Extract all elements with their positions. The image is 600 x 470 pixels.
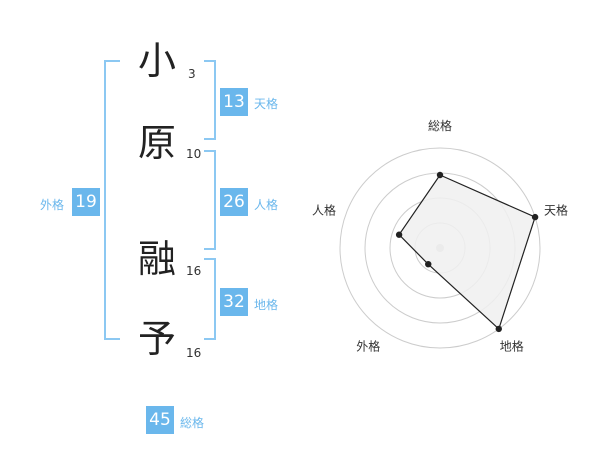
radar-axis-label: 外格 [356,339,380,354]
radar-point [425,260,432,268]
sou-kaku-label: 総格 [180,416,205,430]
radar-points [395,171,539,333]
radar-point [531,213,539,221]
chi-bracket-vertical [214,258,216,340]
radar-area [398,174,536,330]
outer-bracket-top [104,60,120,62]
radar-ring [339,147,541,349]
jin-bracket-vertical [214,150,216,250]
sou-kaku-value: 45 [146,406,174,434]
jin-kaku-label: 人格 [254,198,279,212]
ten-kaku-label: 天格 [254,97,279,111]
outer-bracket-bottom [104,338,120,340]
stroke-count-2: 10 [186,147,202,161]
outer-bracket-vertical [104,60,106,340]
radar-point [436,171,444,179]
jin-bracket-top [204,150,216,152]
ten-bracket-bottom [204,138,216,140]
chi-bracket-top [204,258,216,260]
name-char-3: 融 [138,237,177,281]
ten-bracket-top [204,60,216,62]
name-char-4: 予 [138,317,177,361]
ten-bracket-vertical [214,60,216,140]
radar-point [495,325,502,333]
radar-axis-label: 天格 [544,202,568,217]
name-char-1: 小 [138,39,177,83]
radar-point [395,231,403,238]
ten-kaku-value: 13 [220,88,248,116]
chi-kaku-value: 32 [220,288,248,316]
jin-kaku-value: 26 [220,188,248,216]
jin-bracket-bottom [204,248,216,250]
gai-kaku-label: 外格 [40,198,65,212]
name-char-2: 原 [138,121,177,165]
radar-axis-label: 地格 [500,339,524,354]
radar-axis-label: 総格 [428,118,452,133]
stroke-count-3: 16 [186,264,202,278]
gai-kaku-value: 19 [72,188,100,216]
chi-bracket-bottom [204,338,216,340]
radar-axis-label: 人格 [312,202,336,217]
stroke-count-1: 3 [188,67,196,81]
stroke-count-4: 16 [186,346,202,360]
chi-kaku-label: 地格 [254,298,279,312]
